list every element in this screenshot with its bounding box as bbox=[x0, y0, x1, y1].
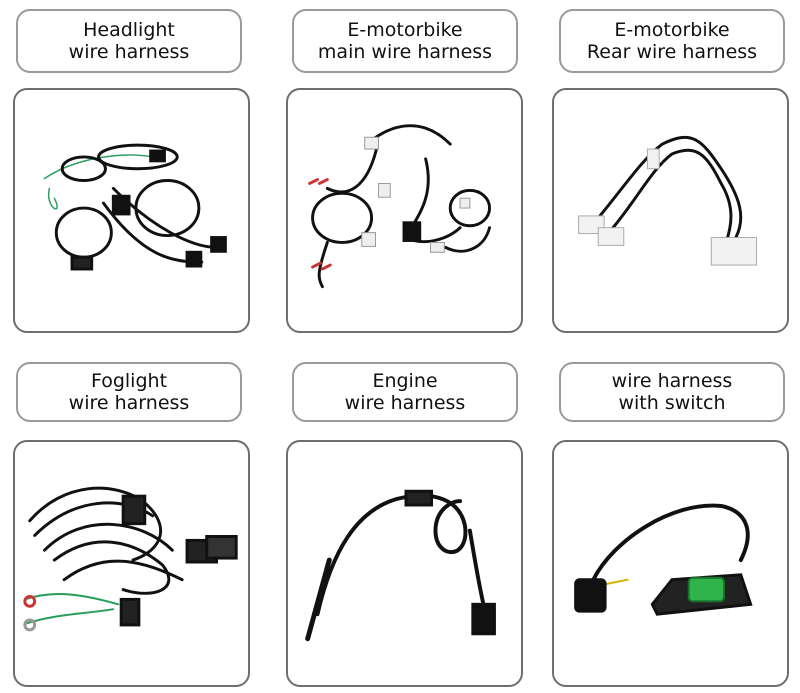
label-line1: E-motorbike bbox=[347, 19, 463, 41]
label-rear-harness: E-motorbike Rear wire harness bbox=[559, 9, 785, 73]
label-line2: Rear wire harness bbox=[586, 41, 758, 63]
image-headlight-harness bbox=[13, 88, 250, 333]
image-switch-harness bbox=[552, 440, 789, 687]
image-main-harness bbox=[286, 88, 523, 333]
label-main-harness: E-motorbike main wire harness bbox=[292, 9, 518, 73]
image-foglight-harness bbox=[13, 440, 250, 687]
label-line2: main wire harness bbox=[317, 41, 493, 63]
image-rear-harness bbox=[552, 88, 789, 333]
label-line2: with switch bbox=[618, 392, 726, 414]
label-line1: Headlight bbox=[83, 19, 175, 41]
label-line2: wire harness bbox=[68, 392, 190, 414]
label-foglight: Foglight wire harness bbox=[16, 362, 242, 422]
label-line1: Engine bbox=[372, 370, 438, 392]
label-line1: wire harness bbox=[611, 370, 733, 392]
label-line1: Foglight bbox=[90, 370, 168, 392]
label-line2: wire harness bbox=[344, 392, 466, 414]
label-engine: Engine wire harness bbox=[292, 362, 518, 422]
label-switch: wire harness with switch bbox=[559, 362, 785, 422]
label-line2: wire harness bbox=[68, 41, 190, 63]
label-headlight: Headlight wire harness bbox=[16, 9, 242, 73]
label-line1: E-motorbike bbox=[614, 19, 730, 41]
image-engine-harness bbox=[286, 440, 523, 687]
